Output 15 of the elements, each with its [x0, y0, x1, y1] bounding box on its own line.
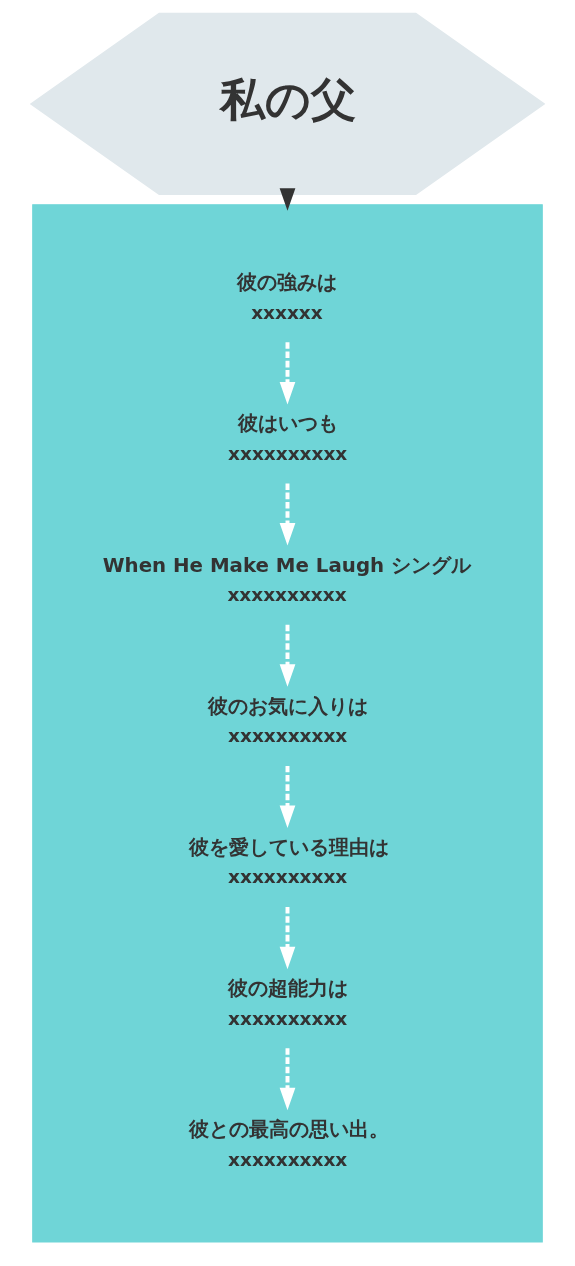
node-text: 彼を愛している理由は xxxxxxxxxx	[188, 836, 389, 888]
arrow	[279, 342, 296, 405]
arrow	[279, 624, 296, 687]
node-text: 彼の超能力は xxxxxxxxxx	[228, 977, 349, 1029]
arrow	[279, 483, 296, 546]
node-text: 彼の強みは xxxxxx	[237, 271, 338, 323]
node-text: When He Make Me Laugh シングル xxxxxxxxxx	[102, 553, 472, 605]
arrow	[279, 188, 296, 211]
cluster	[32, 204, 543, 1243]
node-text: 彼のお気に入りは xxxxxxxxxx	[208, 694, 369, 747]
arrow	[279, 1048, 296, 1111]
arrow	[279, 907, 296, 970]
node-text: 彼との最高の思い出。 xxxxxxxxxx	[188, 1118, 389, 1170]
node-text: 彼はいつも xxxxxxxxxx	[228, 412, 348, 464]
arrow	[279, 765, 296, 828]
